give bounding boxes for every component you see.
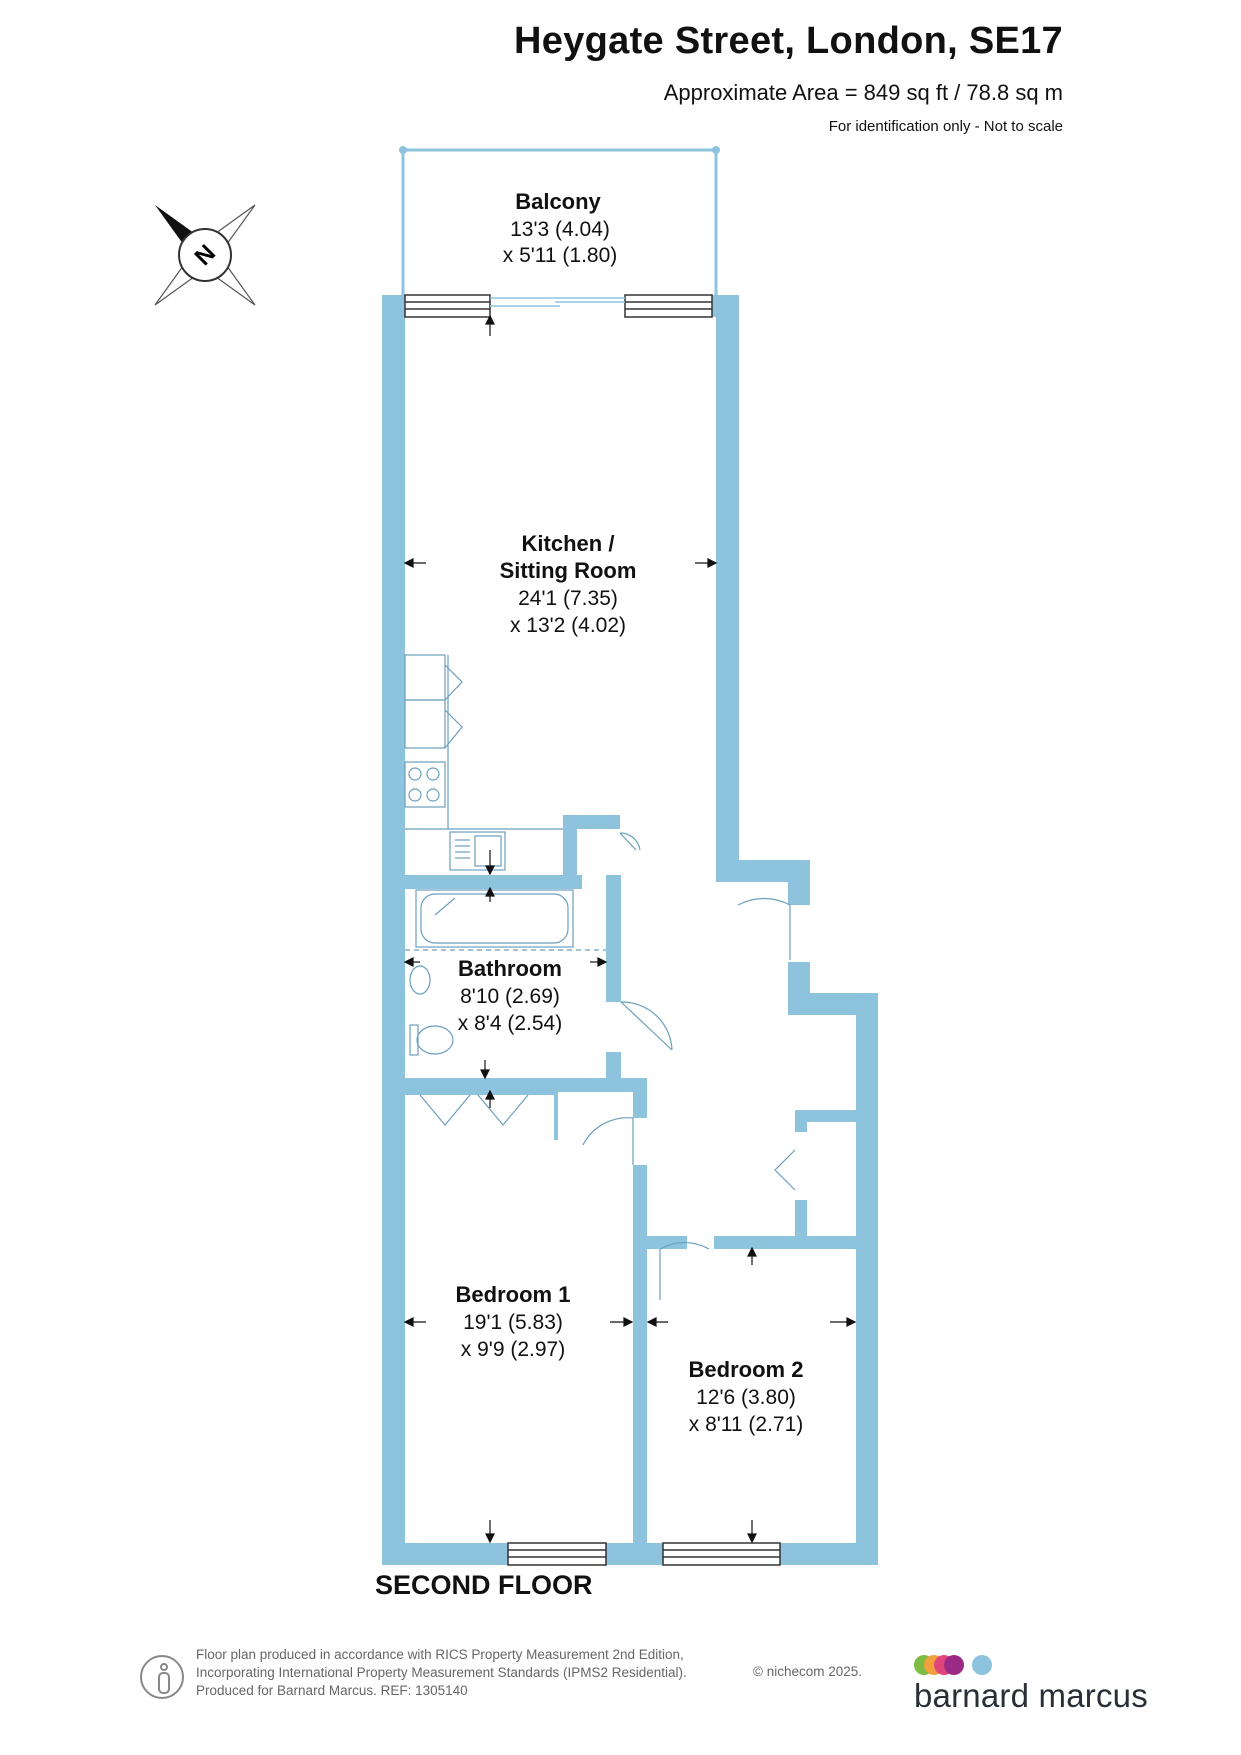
room-name: Balcony	[515, 189, 601, 214]
room-dimension: 24'1 (7.35)	[518, 587, 618, 610]
room-labels: Balcony 13'3 (4.04) x 5'11 (1.80) Kitche…	[456, 189, 804, 1436]
brand-name: barnard marcus	[914, 1677, 1148, 1714]
brand-dot	[972, 1655, 992, 1675]
floor-label: SECOND FLOOR	[375, 1570, 593, 1600]
balcony-outline	[401, 148, 718, 296]
room-name: Kitchen /	[522, 531, 615, 556]
room-dimension: x 13'2 (4.02)	[510, 614, 626, 637]
room-name: Sitting Room	[500, 558, 637, 583]
room-dimension: x 5'11 (1.80)	[503, 244, 618, 267]
walls	[382, 295, 878, 1565]
scale-disclaimer: For identification only - Not to scale	[828, 118, 1063, 135]
room-kitchen-sitting: Kitchen / Sitting Room 24'1 (7.35) x 13'…	[500, 531, 637, 637]
page-title: Heygate Street, London, SE17	[514, 20, 1063, 62]
room-name: Bathroom	[458, 956, 562, 981]
room-dimension: 12'6 (3.80)	[696, 1386, 796, 1409]
room-bedroom-2: Bedroom 2 12'6 (3.80) x 8'11 (2.71)	[689, 1357, 804, 1436]
room-dimension: 13'3 (4.04)	[510, 218, 610, 241]
room-dimension: x 8'4 (2.54)	[458, 1012, 562, 1035]
brand-dot	[944, 1655, 964, 1675]
room-bathroom: Bathroom 8'10 (2.69) x 8'4 (2.54)	[458, 956, 562, 1035]
room-name: Bedroom 1	[456, 1282, 571, 1307]
brand-logo: barnard marcus	[914, 1655, 1154, 1725]
footer-line: Incorporating International Property Mea…	[196, 1665, 687, 1680]
dimension-arrows	[403, 314, 857, 1544]
footer-line: Floor plan produced in accordance with R…	[196, 1647, 684, 1662]
person-icon	[140, 1655, 184, 1699]
room-dimension: 19'1 (5.83)	[463, 1311, 563, 1334]
footer-notes: Floor plan produced in accordance with R…	[196, 1646, 687, 1700]
room-dimension: x 9'9 (2.97)	[461, 1338, 565, 1361]
compass-icon: N	[154, 204, 256, 306]
doors	[582, 832, 791, 1300]
area-summary: Approximate Area = 849 sq ft / 78.8 sq m	[663, 80, 1063, 105]
room-dimension: x 8'11 (2.71)	[689, 1413, 804, 1436]
room-name: Bedroom 2	[689, 1357, 804, 1382]
balcony-door	[490, 297, 625, 307]
room-bedroom-1: Bedroom 1 19'1 (5.83) x 9'9 (2.97)	[456, 1282, 571, 1361]
windows	[404, 294, 781, 1566]
room-dimension: 8'10 (2.69)	[460, 985, 560, 1008]
copyright-note: © nichecom 2025.	[753, 1664, 863, 1679]
footer-line: Produced for Barnard Marcus. REF: 130514…	[196, 1683, 468, 1698]
room-balcony: Balcony 13'3 (4.04) x 5'11 (1.80)	[503, 189, 618, 267]
